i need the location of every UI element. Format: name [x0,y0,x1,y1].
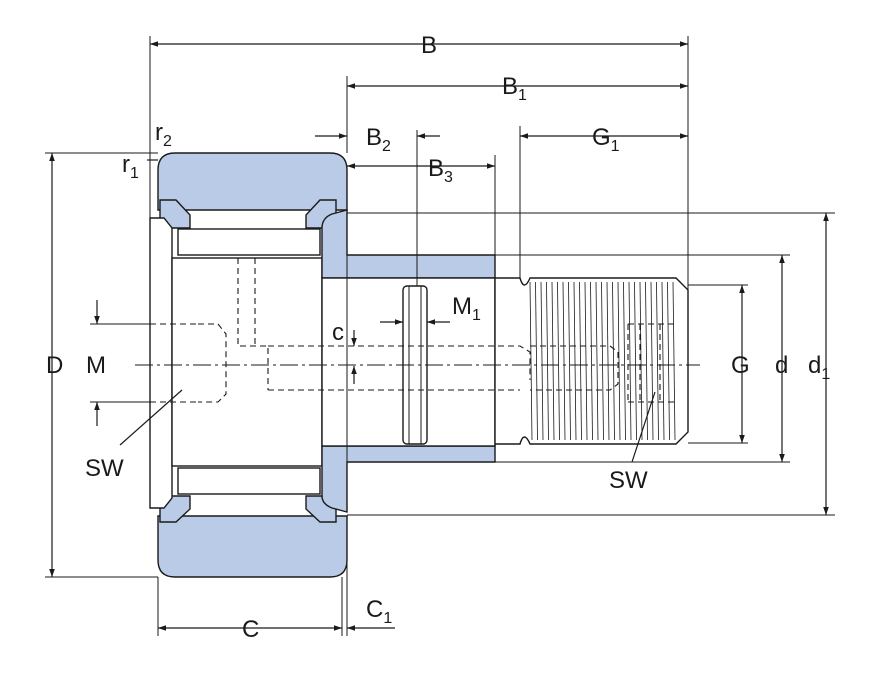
thread-line [656,281,659,441]
thread-line [617,281,621,441]
label-M1: M1 [452,293,481,324]
thread-line [546,281,549,441]
thread-line [623,281,626,441]
thread-line [612,281,615,441]
thread-line [667,281,670,441]
label-C1: C1 [366,596,392,627]
label-B: B [421,32,437,59]
thread-line [628,281,632,441]
threaded-stud [494,277,689,445]
label-G: G [731,352,750,379]
label-B2: B2 [366,124,391,155]
thread-line [573,281,577,441]
thread-line [606,281,610,441]
label-r1: r1 [122,151,139,182]
thread-line [634,281,637,441]
thread-line [601,281,604,441]
label-sw-right: SW [609,467,648,494]
extension-lines [45,36,835,636]
left-flange [149,217,323,509]
thread-line [650,281,654,441]
thread-line [551,281,555,441]
thread-line [562,281,566,441]
thread-line [590,281,593,441]
label-G1: G1 [592,124,620,155]
thread-line [584,281,588,441]
label-C: C [242,616,259,643]
thread-line [568,281,571,441]
dimension-labels: B B1 B2 B3 G1 r2 r1 D M c M1 G d d1 SW S… [46,32,830,643]
thread-line [595,281,599,441]
thread-line [535,281,538,441]
thread-line [672,281,676,441]
label-D: D [46,352,63,379]
thread-line [661,281,665,441]
label-B3: B3 [428,155,453,186]
label-r2: r2 [155,119,172,150]
thread-line [557,281,560,441]
label-M: M [86,352,106,379]
label-d: d [775,352,788,379]
dimension-lines [49,41,829,631]
label-d1: d1 [808,352,830,383]
thread-lines [529,281,676,441]
thread-line [645,281,648,441]
label-B1: B1 [502,73,527,104]
label-c: c [332,319,344,346]
thread-line [529,281,533,441]
thread-line [540,281,544,441]
label-sw-left: SW [85,455,124,482]
thread-line [579,281,582,441]
thread-line [639,281,643,441]
